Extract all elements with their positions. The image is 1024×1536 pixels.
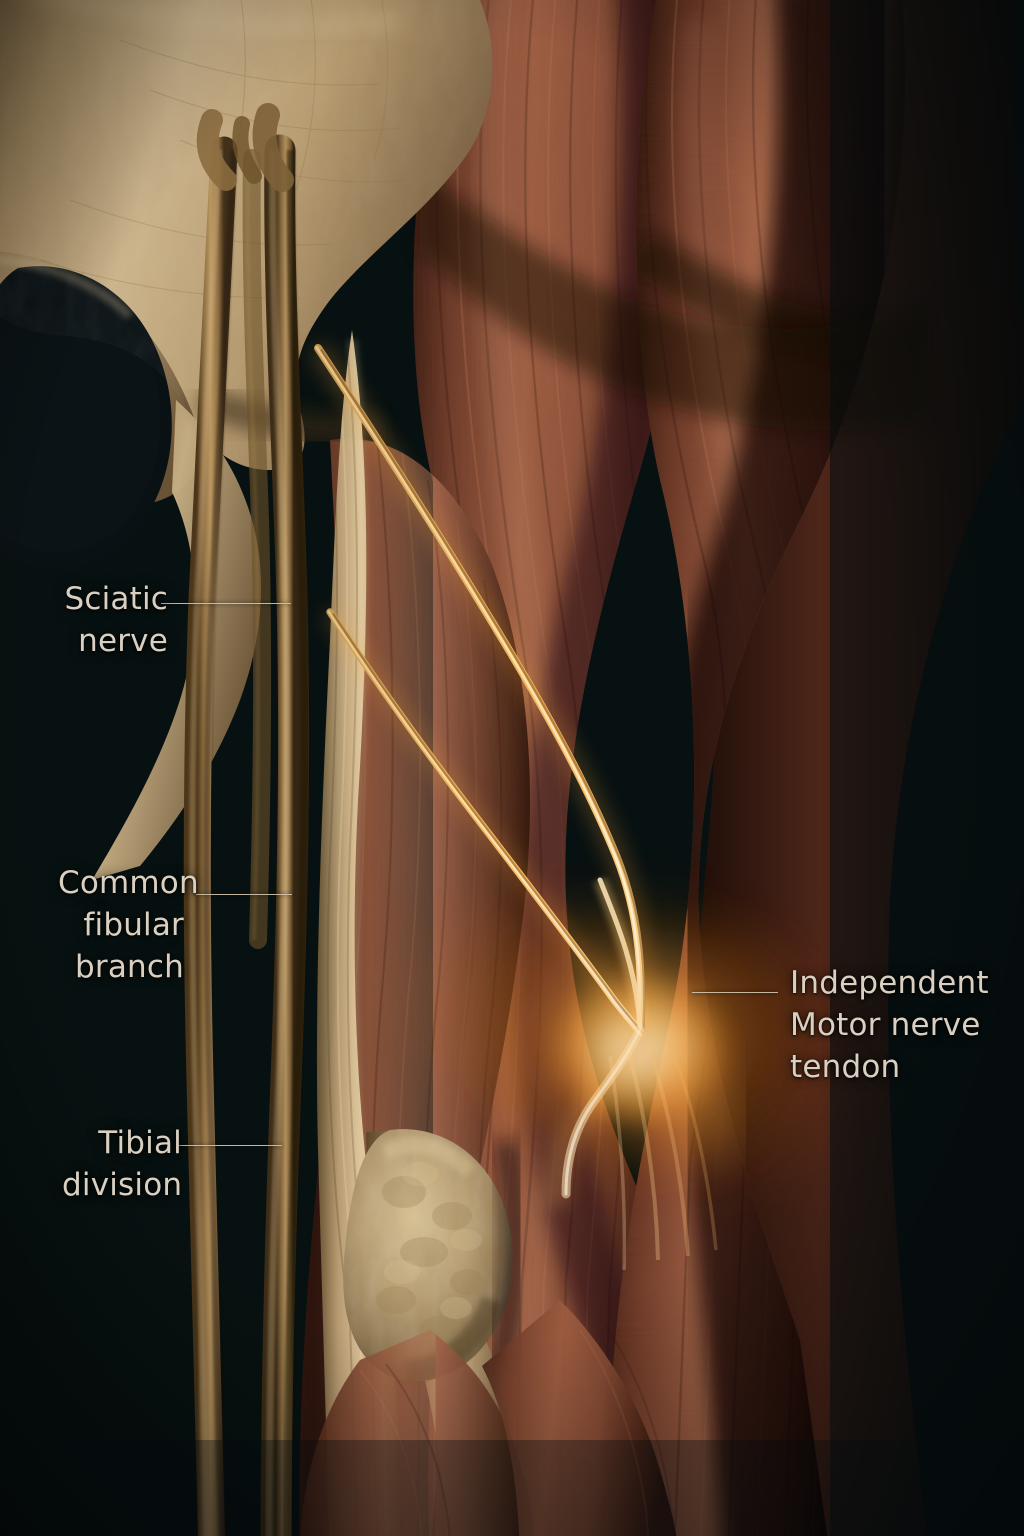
leader-line-tibial-division — [176, 1145, 282, 1146]
label-sciatic-nerve: Sciatic nerve — [64, 581, 168, 659]
label-tibial-division: Tibial division — [62, 1125, 183, 1203]
label-independent-motor-nerve-tendon: Independent Motor nerve tendon — [790, 965, 989, 1085]
leader-line-sciatic-nerve — [161, 603, 291, 604]
label-common-fibular-branch: Common fibular branch — [58, 865, 199, 985]
leader-line-common-fibular-branch — [196, 894, 292, 895]
bottom-darkness — [0, 1440, 1024, 1536]
leader-line-motor-nerve-tendon — [692, 992, 778, 993]
right-darkness — [830, 0, 1024, 1536]
